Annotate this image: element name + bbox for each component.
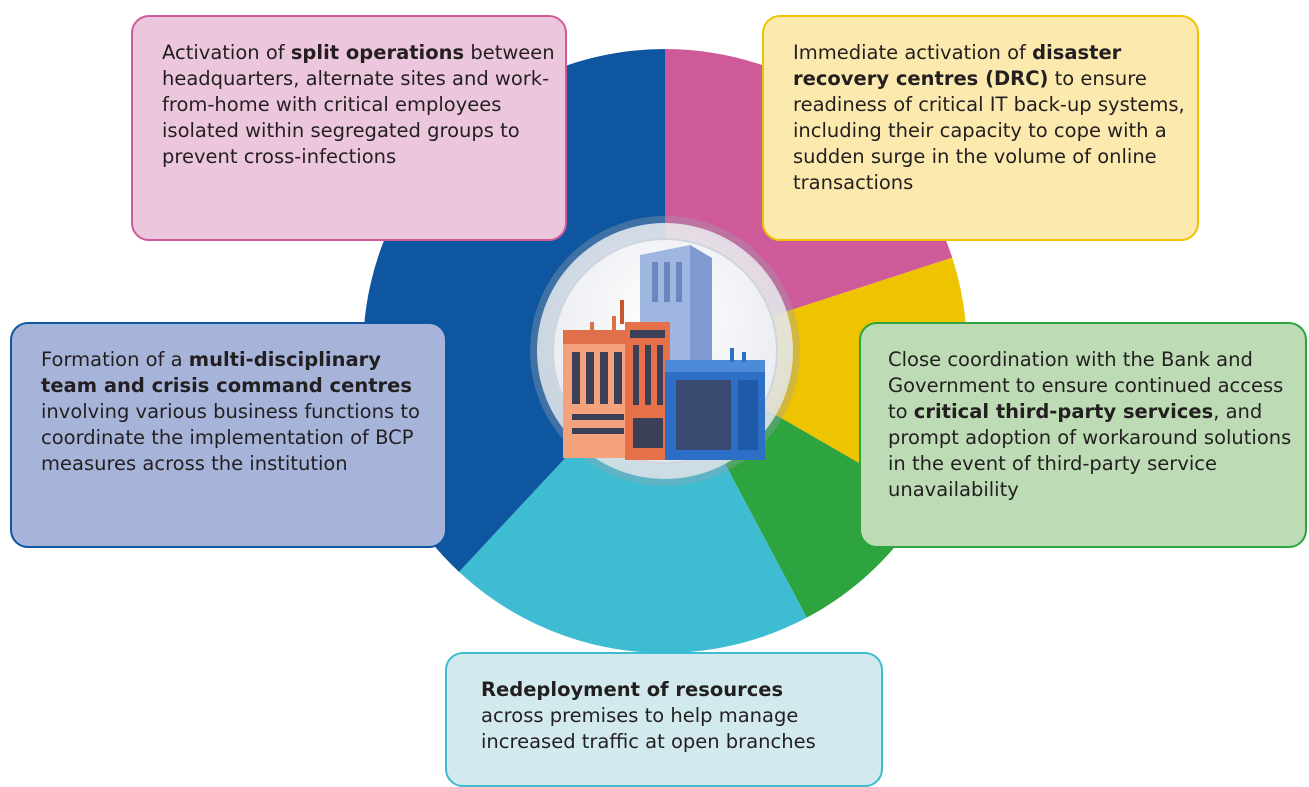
card-crisis-team-highlight: multi-disciplinary team and crisis comma… — [41, 348, 412, 397]
card-third-party-services-text: Close coordination with the Bank and Gov… — [888, 348, 1292, 501]
card-split-operations-highlight: split operations — [290, 41, 465, 64]
segment-redeployment — [459, 351, 807, 653]
card-crisis-team-text: Formation of a multi-disciplinary team a… — [41, 348, 420, 475]
card-crisis-team: Formation of a multi-disciplinary team a… — [10, 322, 447, 548]
card-disaster-recovery-highlight: disaster recovery centres (DRC) — [793, 41, 1122, 90]
card-redeployment-highlight: Redeployment of resources — [481, 678, 784, 701]
card-third-party-services: Close coordination with the Bank and Gov… — [859, 322, 1307, 548]
card-split-operations: Activation of split operations between h… — [131, 15, 567, 241]
card-disaster-recovery-text: Immediate activation of disaster recover… — [793, 41, 1185, 194]
card-split-operations-text: Activation of split operations between h… — [162, 41, 555, 168]
card-third-party-services-highlight: critical third-party services — [913, 400, 1214, 423]
card-disaster-recovery: Immediate activation of disaster recover… — [762, 15, 1199, 241]
city-buildings-icon — [563, 245, 765, 460]
